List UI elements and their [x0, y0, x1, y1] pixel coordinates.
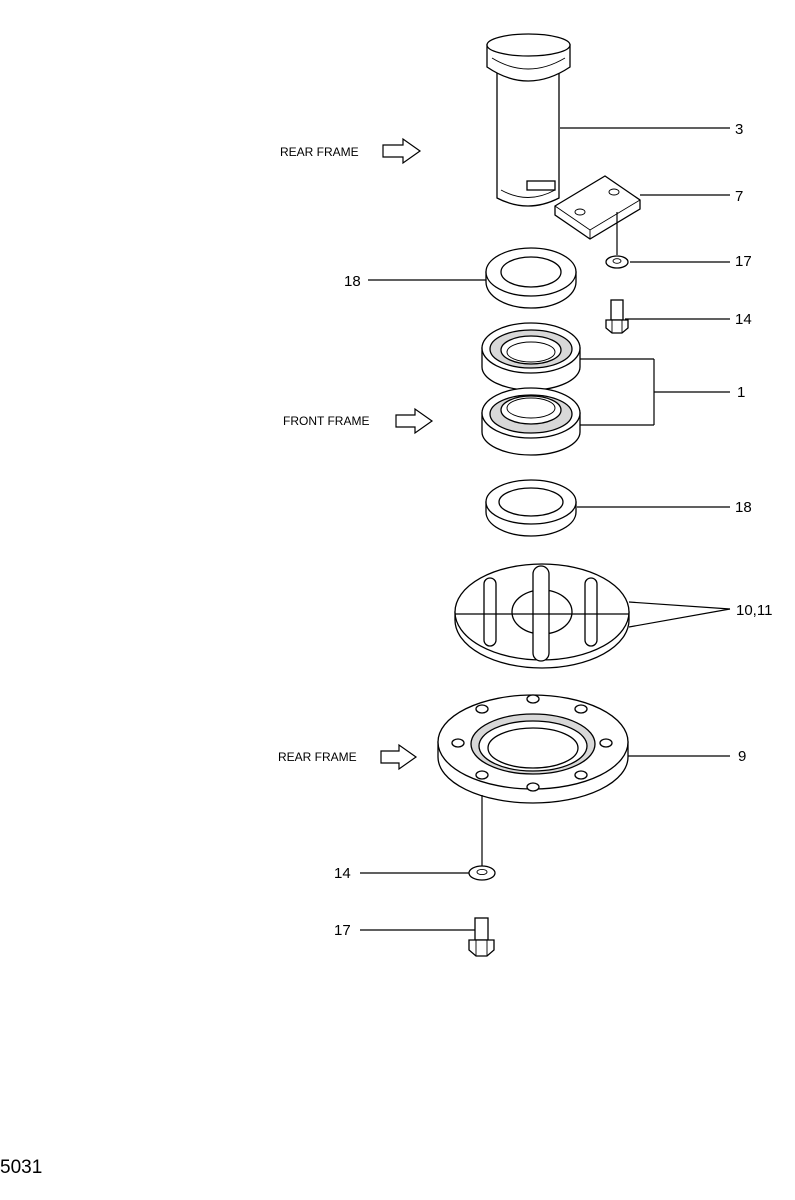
- callout-pin: 3: [735, 121, 743, 138]
- callout-seal-bottom: 18: [735, 499, 752, 516]
- bolt-part-bottom: [468, 917, 495, 957]
- arrow-icon-rear-bottom: [380, 743, 418, 771]
- shim-part: [454, 563, 630, 669]
- arrow-icon-front: [395, 407, 434, 435]
- callout-bolt-top: 14: [735, 311, 752, 328]
- callout-washer-bottom: 14: [334, 865, 351, 882]
- retainer-part: [437, 694, 629, 804]
- pin-part: [486, 33, 571, 207]
- arrow-icon-rear-top: [382, 137, 422, 165]
- leader-lines: [360, 127, 731, 931]
- frame-label-rear-bottom: REAR FRAME: [278, 750, 357, 764]
- callout-bolt-bottom: 17: [334, 922, 351, 939]
- callout-shims: 10,11: [736, 602, 772, 619]
- frame-label-rear-top: REAR FRAME: [280, 145, 359, 159]
- callout-plate: 7: [735, 188, 743, 205]
- washer-part-top: [605, 255, 629, 269]
- washer-part-bottom: [468, 865, 496, 881]
- bearing-part-lower: [481, 387, 581, 456]
- bearing-part-upper: [481, 322, 581, 391]
- callout-bearings: 1: [737, 384, 745, 401]
- page-code: 5031: [0, 1157, 42, 1178]
- callout-washer-top: 17: [735, 253, 752, 270]
- bolt-part-top: [605, 299, 629, 334]
- seal-part-top: [485, 247, 577, 309]
- frame-label-front: FRONT FRAME: [283, 414, 369, 428]
- callout-seal-top: 18: [344, 273, 361, 290]
- plate-part: [554, 175, 641, 240]
- callout-retainer: 9: [738, 748, 746, 765]
- seal-part-bottom: [485, 479, 577, 537]
